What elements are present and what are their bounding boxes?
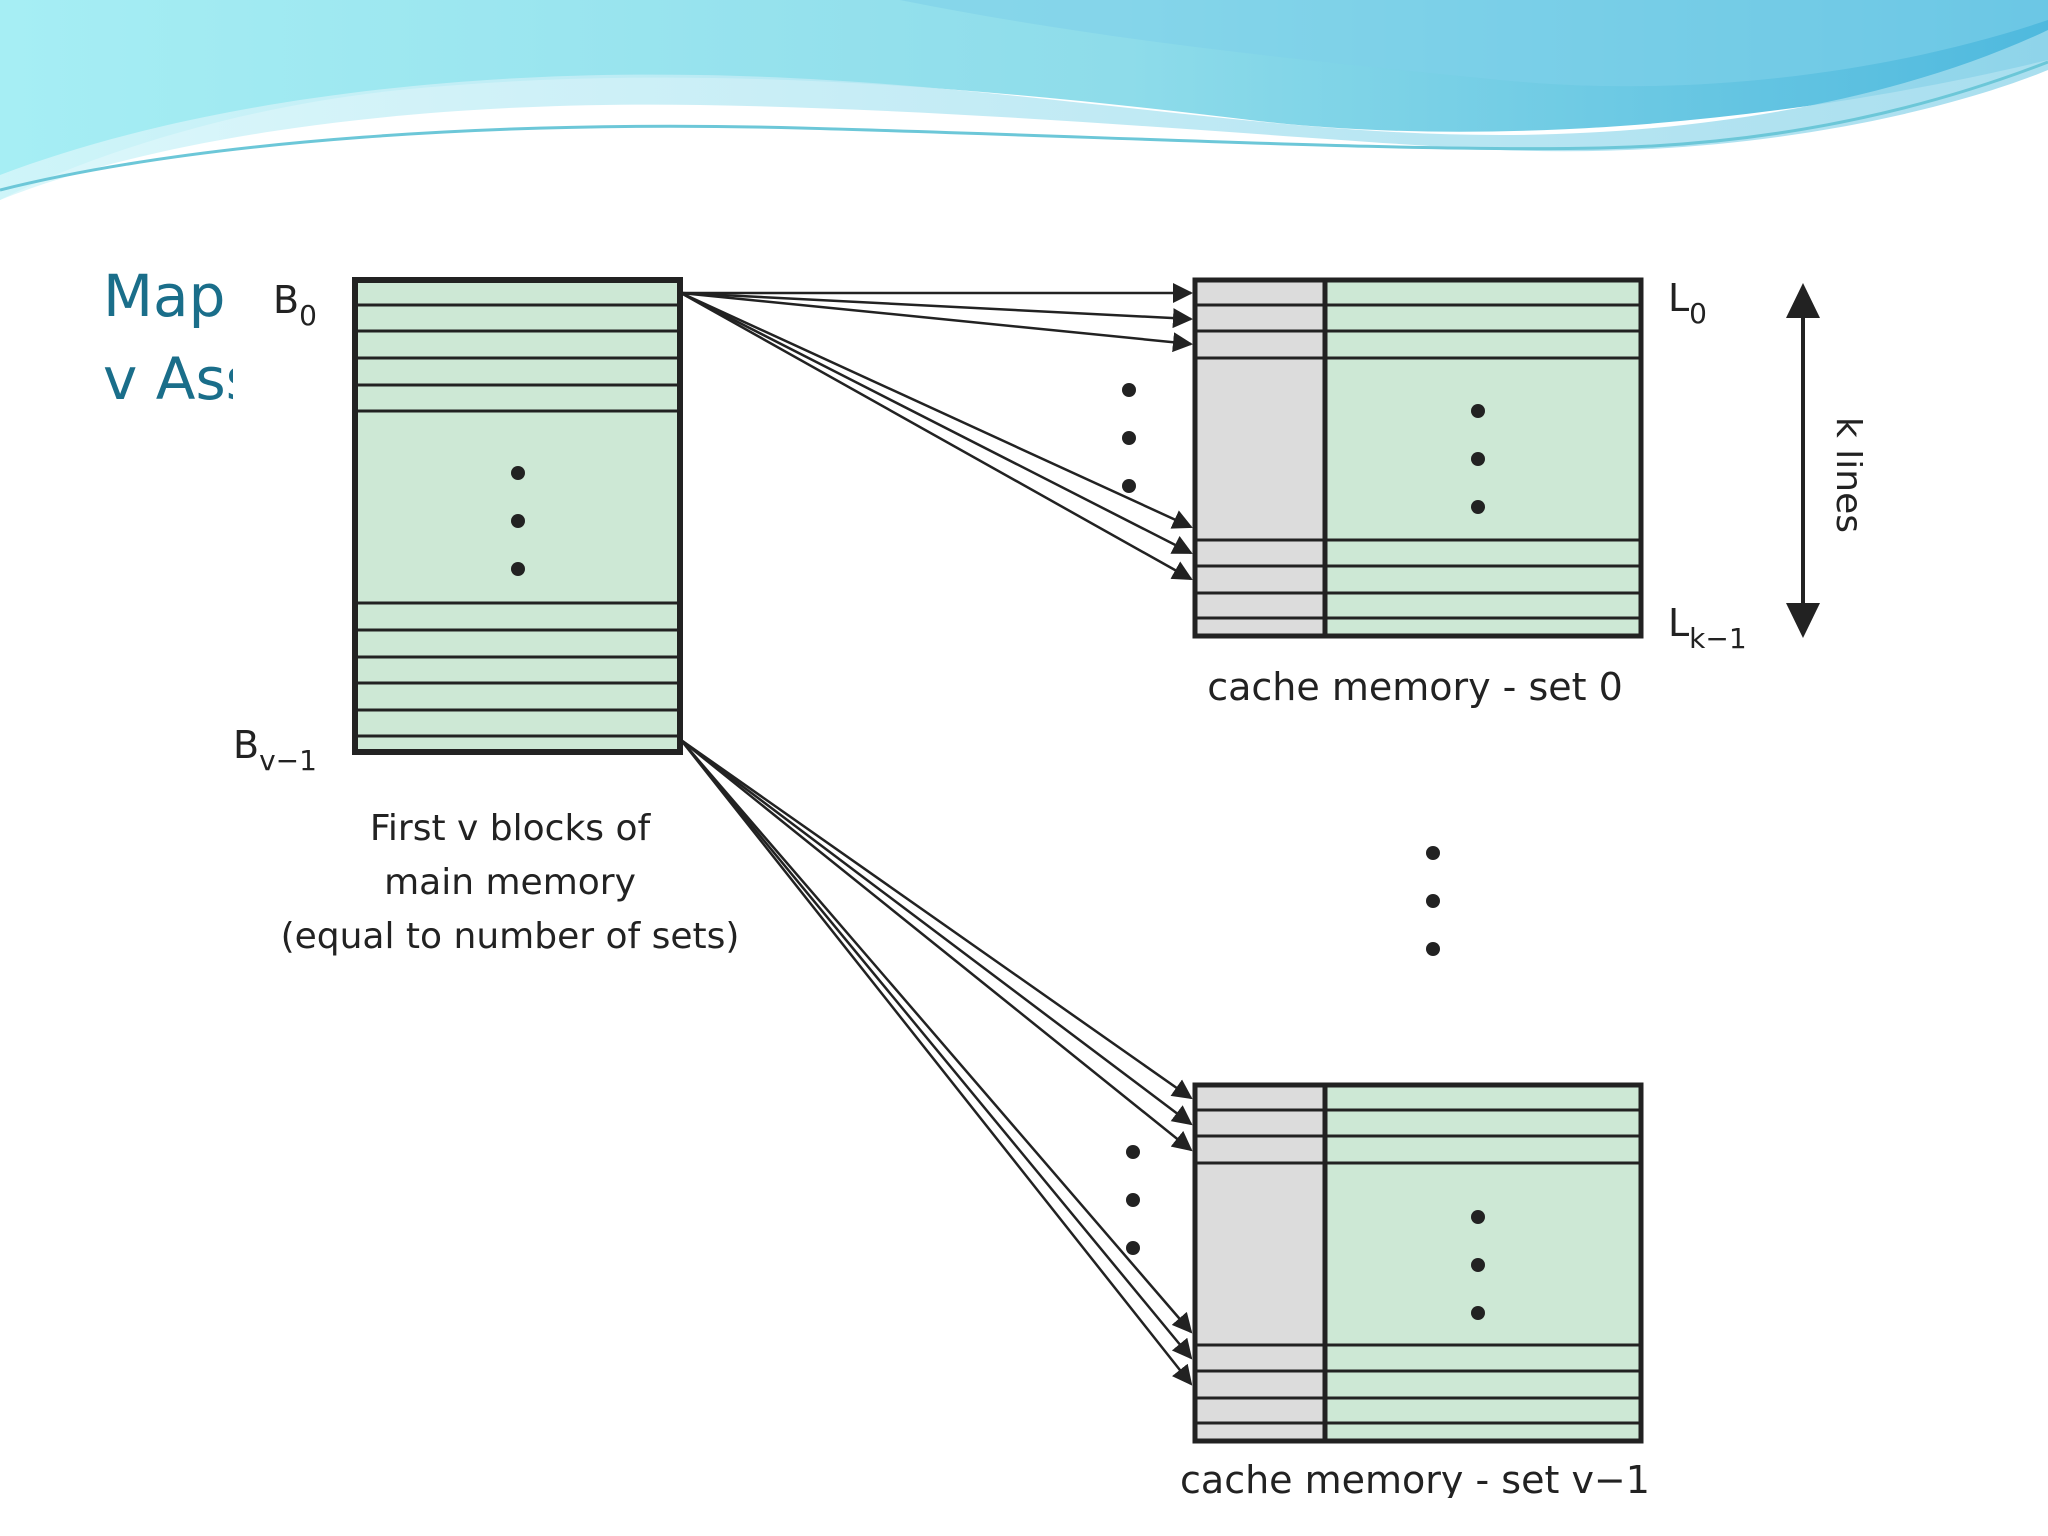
mapping-arrows-set-0 bbox=[680, 283, 1193, 581]
cache-set-0 bbox=[1192, 277, 1644, 639]
cache-set-0-line-dividers bbox=[1197, 303, 1639, 620]
mapping-arrow bbox=[680, 739, 1193, 1334]
mapping-arrow bbox=[680, 739, 1193, 1126]
arrow-ellipsis-set-v-1 bbox=[1126, 1145, 1140, 1255]
mapping-arrow bbox=[680, 291, 1193, 555]
wave-front bbox=[0, 30, 2048, 200]
mapping-arrow bbox=[680, 739, 1193, 1360]
mapping-arrow bbox=[680, 738, 1193, 1100]
slide-title-line-1: Map bbox=[103, 262, 226, 330]
slide-title-line-2: v Ass bbox=[103, 345, 256, 413]
main-memory-row-dividers bbox=[358, 303, 677, 738]
cache-set-v-1-line-dividers bbox=[1197, 1108, 1639, 1425]
cache-set-0-caption: cache memory - set 0 bbox=[1207, 665, 1623, 709]
wave-line bbox=[0, 60, 2048, 192]
main-memory-blocks bbox=[352, 277, 683, 755]
mapping-arrow bbox=[680, 739, 1193, 1152]
mapping-arrows-set-v-1 bbox=[680, 738, 1193, 1386]
block-bv-1-label: Bv−1 bbox=[233, 723, 317, 777]
cache-set-v-1 bbox=[1192, 1082, 1644, 1444]
mapping-arrow bbox=[680, 291, 1193, 329]
wave-header bbox=[0, 0, 2048, 200]
main-memory-caption-1: First v blocks of bbox=[370, 808, 652, 849]
wave-top-right bbox=[900, 0, 2048, 87]
main-memory-ellipsis bbox=[511, 466, 525, 576]
between-sets-ellipsis bbox=[1426, 846, 1440, 956]
line-l0-label: L0 bbox=[1668, 276, 1707, 330]
main-memory-caption-2: main memory bbox=[384, 862, 636, 903]
cache-set-0-ellipsis bbox=[1471, 404, 1485, 514]
mapping-arrow bbox=[680, 291, 1193, 581]
block-b0-label: B0 bbox=[273, 278, 317, 332]
cache-set-v-1-caption: cache memory - set v−1 bbox=[1180, 1458, 1650, 1498]
main-memory-caption-3: (equal to number of sets) bbox=[281, 916, 740, 957]
mapping-arrow bbox=[680, 291, 1193, 529]
cache-set-v-1-ellipsis bbox=[1471, 1210, 1485, 1320]
mapping-arrow bbox=[680, 739, 1193, 1386]
arrow-ellipsis-set-0 bbox=[1122, 383, 1136, 493]
mapping-arrow bbox=[680, 291, 1193, 353]
k-lines-label: k lines bbox=[1828, 417, 1863, 533]
set-associative-mapping-diagram: B0 Bv−1 First v blocks of main memory (e… bbox=[233, 268, 1863, 1498]
line-lk-1-label: Lk−1 bbox=[1668, 601, 1747, 655]
diagram-svg: B0 Bv−1 First v blocks of main memory (e… bbox=[233, 276, 1863, 1498]
k-lines-double-arrow bbox=[1786, 283, 1820, 638]
